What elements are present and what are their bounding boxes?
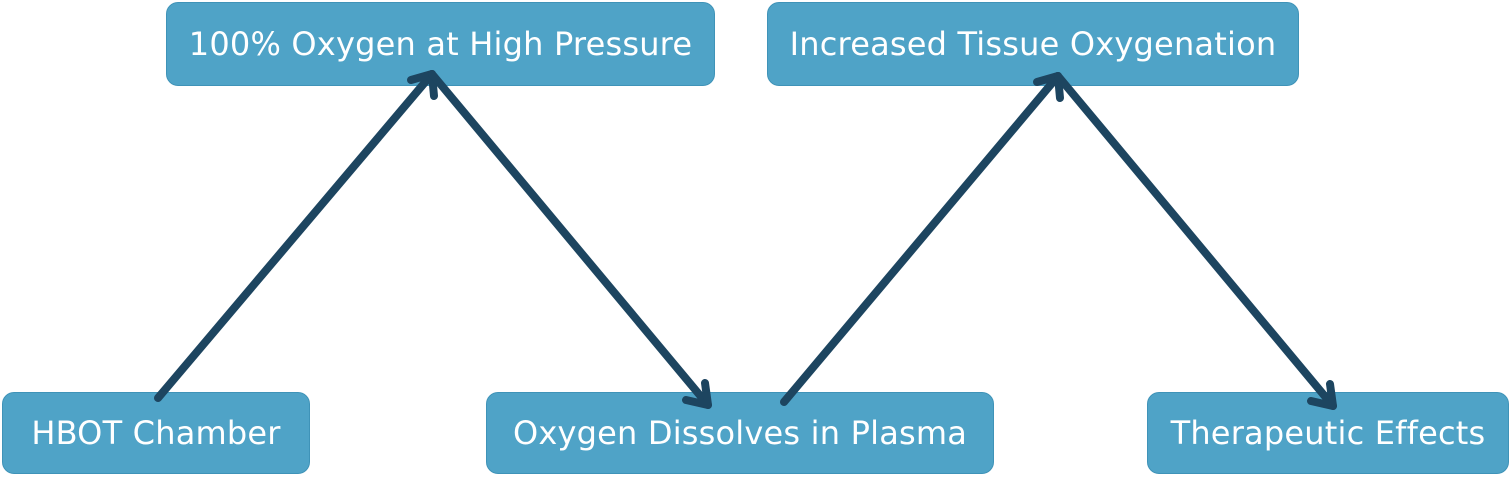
node-hbot-chamber: HBOT Chamber <box>2 392 310 474</box>
node-increased-tissue-oxygenation: Increased Tissue Oxygenation <box>767 2 1299 86</box>
arrow-plasma-to-tissue <box>780 72 1064 406</box>
node-label-therapeutic-effects: Therapeutic Effects <box>1170 414 1486 452</box>
node-label-oxygen-dissolves-plasma: Oxygen Dissolves in Plasma <box>512 414 968 452</box>
node-label-increased-tissue-oxygenation: Increased Tissue Oxygenation <box>789 25 1277 63</box>
arrow-tissue-to-effects <box>1054 72 1337 410</box>
node-oxygen-dissolves-plasma: Oxygen Dissolves in Plasma <box>486 392 994 474</box>
node-label-oxygen-high-pressure: 100% Oxygen at High Pressure <box>188 25 693 63</box>
arrow-hbot-to-oxygen-pressure <box>154 70 438 402</box>
arrow-oxygen-pressure-to-plasma <box>428 70 712 409</box>
node-label-hbot-chamber: HBOT Chamber <box>31 414 281 452</box>
